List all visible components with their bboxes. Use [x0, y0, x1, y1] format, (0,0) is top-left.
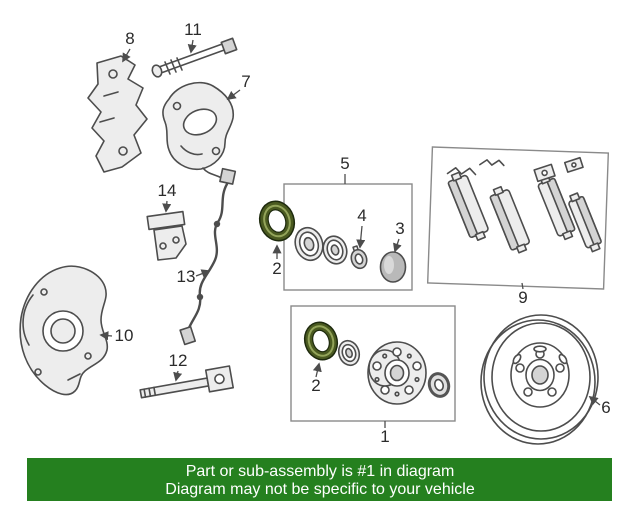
callout-8: 8 [125, 29, 134, 48]
callout-8-leader [122, 48, 131, 63]
grease-seal-upper [258, 200, 296, 242]
pad-shim [563, 156, 584, 173]
info-banner-background [27, 458, 612, 501]
callout-4: 4 [357, 206, 366, 225]
callout-2-lower-leader [312, 362, 322, 378]
hub-assembly [290, 305, 456, 422]
dust-cap [379, 251, 407, 283]
callout-6: 6 [601, 398, 610, 417]
bearing-outer [294, 226, 324, 262]
bearing-rear [427, 372, 451, 398]
callout-13-leader [195, 269, 211, 278]
callout-11: 11 [184, 20, 202, 39]
info-banner-line2: Diagram may not be specific to your vehi… [165, 481, 475, 498]
callout-9-leader [521, 282, 524, 290]
callout-7: 7 [241, 72, 250, 91]
callout-12-leader [173, 370, 183, 382]
brake-pad [568, 192, 602, 253]
callout-10-leader [99, 331, 113, 341]
brake-pad-set [426, 146, 610, 290]
callout-12: 12 [169, 351, 188, 370]
callout-3: 3 [395, 219, 404, 238]
sensor-bracket [146, 210, 187, 261]
caliper-bracket [87, 55, 148, 173]
callout-2-lower: 2 [311, 376, 320, 395]
kit-box-1 [290, 305, 456, 422]
guide-pin-bolt [139, 365, 234, 399]
callout-6-leader [588, 395, 601, 406]
brake-pad [537, 174, 576, 241]
callout-14: 14 [158, 181, 177, 200]
bearing-front [337, 339, 361, 367]
info-banner: Part or sub-assembly is #1 in diagram Di… [27, 458, 612, 501]
brake-pad [489, 185, 530, 254]
lock-nut [350, 245, 368, 270]
callout-1: 1 [380, 427, 389, 446]
wheel-hub [367, 341, 427, 405]
wear-sensor-clip [446, 166, 477, 176]
callout-13: 13 [177, 267, 196, 286]
callout-10: 10 [115, 326, 134, 345]
bearing-inner [322, 235, 348, 265]
bearing-seal-kit [258, 183, 413, 291]
brake-pad [447, 171, 489, 242]
brake-caliper [162, 81, 235, 183]
callout-3-leader [393, 238, 402, 253]
info-banner-line1: Part or sub-assembly is #1 in diagram [186, 463, 455, 480]
callout-11-leader [187, 39, 197, 54]
splash-shield [19, 265, 109, 396]
callout-4-leader [356, 225, 366, 249]
grease-seal-lower [303, 321, 339, 361]
abs-sensor-cable [179, 167, 237, 346]
pad-shim [533, 163, 556, 183]
callout-7-leader [226, 89, 241, 101]
kit-box-9 [426, 146, 610, 290]
callout-2-upper: 2 [272, 259, 281, 278]
brake-rotor [480, 314, 599, 445]
callout-9: 9 [518, 288, 527, 307]
callout-5: 5 [340, 154, 349, 173]
callout-14-leader [162, 200, 172, 213]
wear-sensor-clip [479, 159, 505, 167]
caliper-bolt [151, 37, 238, 78]
